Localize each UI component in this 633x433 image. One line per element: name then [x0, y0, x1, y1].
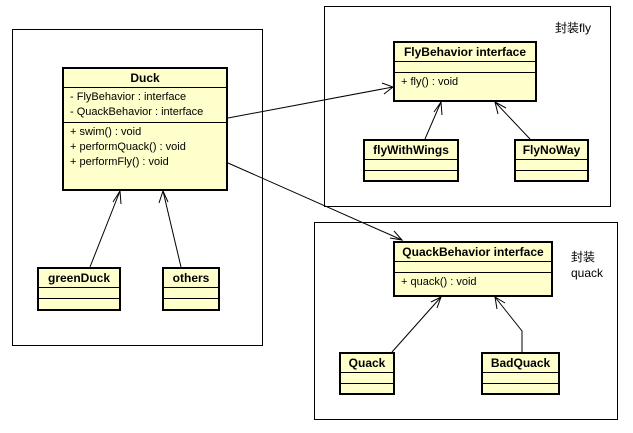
others-attributes — [164, 288, 218, 299]
others-operations — [164, 299, 218, 309]
duck-attribute: - QuackBehavior : interface — [70, 106, 204, 118]
fly-behavior-operations: + fly() : void — [395, 73, 535, 92]
duck-operation: + performQuack() : void — [70, 141, 186, 153]
quack-operations — [341, 384, 393, 394]
duck-operations: + swim() : void + performQuack() : void … — [64, 123, 226, 172]
duck-class-name: Duck — [64, 69, 226, 88]
green-duck-class[interactable]: greenDuck — [37, 267, 121, 311]
bad-quack-attributes — [483, 373, 558, 384]
fly-behavior-class-name: FlyBehavior interface — [395, 43, 535, 62]
fly-package-label: 封装fly — [555, 21, 592, 35]
fly-no-way-attributes — [516, 160, 587, 171]
duck-class[interactable]: Duck - FlyBehavior : interface - QuackBe… — [62, 67, 228, 191]
duck-operation: + performFly() : void — [70, 156, 169, 168]
others-class[interactable]: others — [162, 267, 220, 311]
fly-behavior-class[interactable]: FlyBehavior interface + fly() : void — [393, 41, 537, 102]
others-class-name: others — [164, 269, 218, 288]
duck-operation: + swim() : void — [70, 126, 142, 138]
quack-attributes — [341, 373, 393, 384]
green-duck-attributes — [39, 288, 119, 299]
bad-quack-class[interactable]: BadQuack — [481, 352, 560, 395]
fly-no-way-class[interactable]: FlyNoWay — [514, 139, 589, 182]
fly-with-wings-class-name: flyWithWings — [365, 141, 457, 160]
duck-attributes: - FlyBehavior : interface - QuackBehavio… — [64, 88, 226, 123]
fly-with-wings-class[interactable]: flyWithWings — [363, 139, 459, 182]
duck-attribute: - FlyBehavior : interface — [70, 91, 187, 103]
quack-package-label-line1: 封装 — [571, 250, 596, 264]
fly-no-way-class-name: FlyNoWay — [516, 141, 587, 160]
quack-class[interactable]: Quack — [339, 352, 395, 395]
fly-behavior-attributes — [395, 62, 535, 73]
bad-quack-operations — [483, 384, 558, 394]
fly-no-way-operations — [516, 171, 587, 181]
fly-behavior-operation: + fly() : void — [401, 76, 459, 88]
green-duck-class-name: greenDuck — [39, 269, 119, 288]
quack-behavior-class[interactable]: QuackBehavior interface + quack() : void — [393, 241, 553, 297]
green-duck-operations — [39, 299, 119, 309]
quack-behavior-operations: + quack() : void — [395, 273, 551, 292]
quack-class-name: Quack — [341, 354, 393, 373]
fly-with-wings-attributes — [365, 160, 457, 171]
quack-behavior-operation: + quack() : void — [401, 276, 477, 288]
quack-behavior-attributes — [395, 262, 551, 273]
bad-quack-class-name: BadQuack — [483, 354, 558, 373]
quack-behavior-class-name: QuackBehavior interface — [395, 243, 551, 262]
quack-package-label-line2: quack — [571, 266, 604, 280]
fly-with-wings-operations — [365, 171, 457, 181]
